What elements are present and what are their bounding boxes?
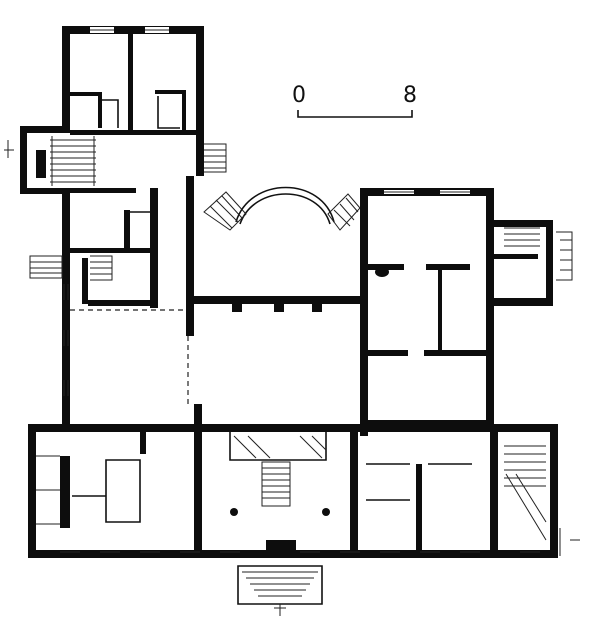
mid-west-block	[29, 176, 194, 424]
west-stair-tower	[4, 126, 96, 194]
scale-bar: 0 8	[292, 83, 417, 118]
north-west-wing	[62, 26, 204, 176]
scale-start-label: 0	[292, 83, 306, 108]
nw-east-stair	[204, 143, 227, 173]
scale-line	[297, 110, 413, 118]
entrance-steps	[237, 540, 323, 616]
south-range	[28, 404, 580, 558]
east-annex	[494, 220, 573, 306]
east-wing	[360, 188, 494, 436]
scale-end-label: 8	[403, 83, 417, 108]
gallery-dashes	[70, 309, 189, 404]
central-courtyard	[194, 186, 361, 312]
